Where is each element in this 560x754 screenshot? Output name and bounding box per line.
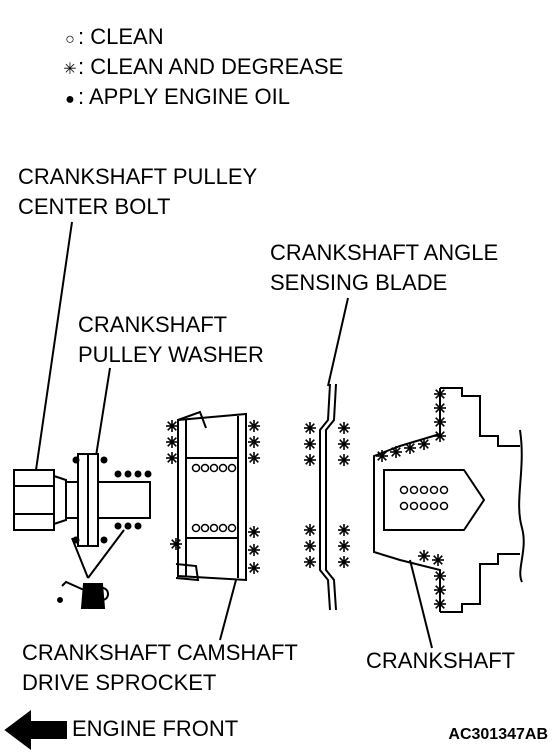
washer-label-line1: CRANKSHAFT — [78, 312, 228, 337]
blade-label-line1: CRANKSHAFT ANGLE — [270, 240, 499, 265]
asterisk-icon: ✳ — [63, 61, 77, 78]
legend-clean: ○: CLEAN — [62, 22, 164, 55]
legend-degrease: ✳: CLEAN AND DEGREASE — [62, 52, 343, 85]
sprocket-label-line2: DRIVE SPROCKET — [22, 670, 217, 695]
leader-lines — [35, 221, 433, 649]
sensing-blade — [319, 383, 337, 611]
washer-label-line2: PULLEY WASHER — [78, 342, 264, 367]
crankshaft-end — [373, 387, 525, 613]
oil-can-icon — [57, 580, 109, 609]
drive-sprocket — [175, 410, 247, 582]
bolt-label-line1: CRANKSHAFT PULLEY — [18, 164, 258, 189]
legend-clean-text: : CLEAN — [78, 24, 164, 49]
engine-front-arrow — [4, 710, 67, 750]
hollow-circle-icon: ○ — [65, 31, 75, 48]
legend-oil-text: : APPLY ENGINE OIL — [78, 84, 290, 109]
clean-circles — [191, 463, 449, 533]
legend-oil: ●: APPLY ENGINE OIL — [62, 82, 290, 115]
pulley-washer — [77, 453, 99, 547]
crankshaft-label: CRANKSHAFT — [366, 648, 516, 673]
blade-label-line2: SENSING BLADE — [270, 270, 448, 295]
filled-circle-icon: ● — [65, 91, 75, 108]
engine-oil-dots — [72, 456, 152, 544]
legend-degrease-text: : CLEAN AND DEGREASE — [78, 54, 344, 79]
bolt-label-line2: CENTER BOLT — [18, 194, 171, 219]
engine-front-label: ENGINE FRONT — [72, 716, 239, 741]
figure-code: AC301347AB — [448, 726, 548, 743]
sprocket-label-line1: CRANKSHAFT CAMSHAFT — [22, 640, 298, 665]
